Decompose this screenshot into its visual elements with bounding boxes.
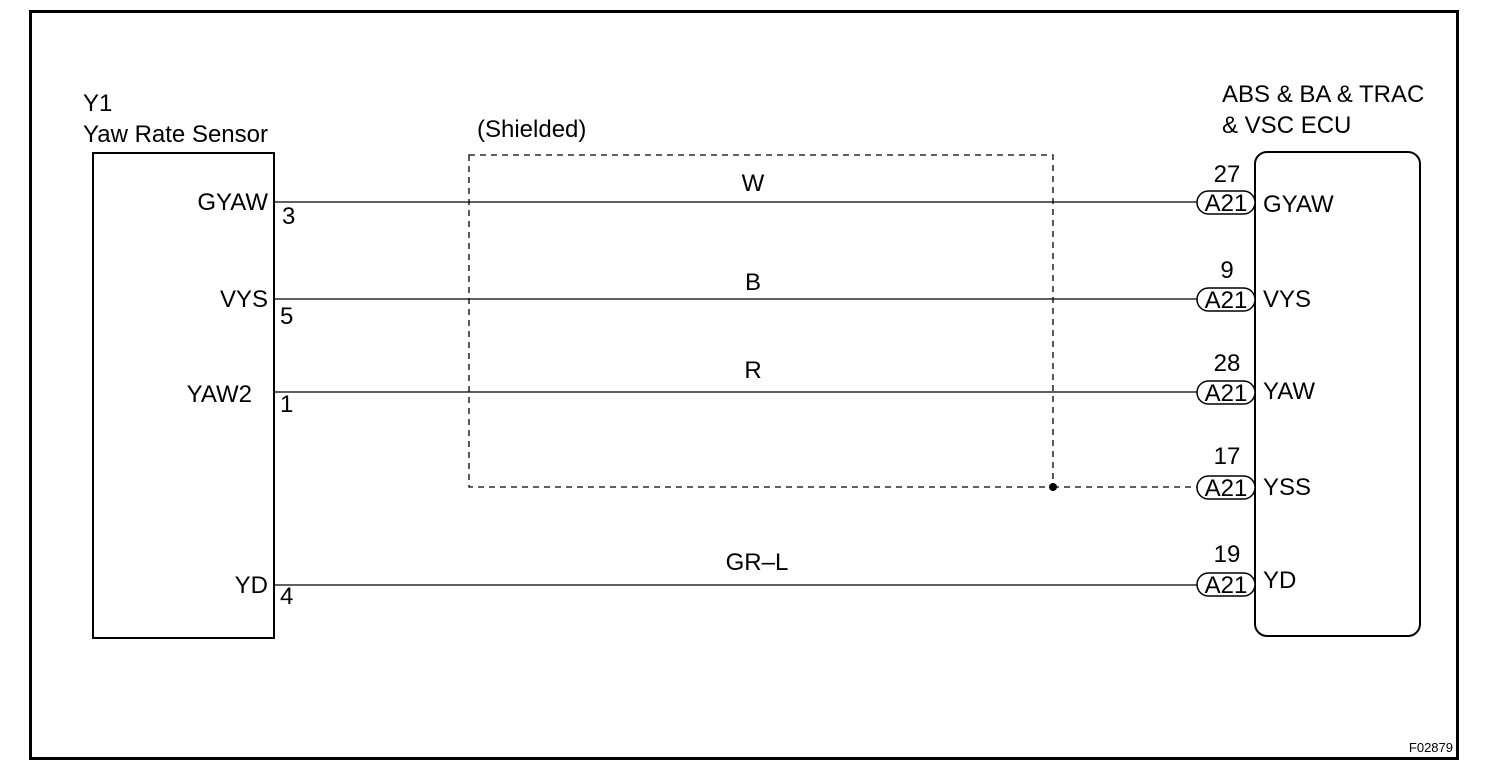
shield-label: (Shielded) xyxy=(477,116,586,143)
connector-oval xyxy=(1196,475,1256,500)
sensor-id: Y1 xyxy=(83,90,112,117)
sensor-pin-vys: VYS xyxy=(220,286,268,313)
connector-code: A21 xyxy=(1205,475,1248,502)
connector-oval xyxy=(1196,190,1256,215)
shield-boundary xyxy=(468,154,1054,488)
wire-color-gr-l: GR–L xyxy=(726,549,789,576)
wire-color-w: W xyxy=(742,170,765,197)
ecu-pin-yaw: YAW xyxy=(1263,378,1315,405)
ecu-pin-number-9: 9 xyxy=(1220,257,1233,284)
ecu-pin-gyaw: GYAW xyxy=(1263,191,1334,218)
connector-code: A21 xyxy=(1205,287,1248,314)
connector-oval xyxy=(1196,572,1256,597)
shield-junction-dot xyxy=(1049,483,1057,491)
ecu-pin-number-28: 28 xyxy=(1214,350,1241,377)
sensor-pin-number-1: 1 xyxy=(280,391,293,418)
wire-color-r: R xyxy=(744,357,761,384)
ecu-pin-yd: YD xyxy=(1263,567,1296,594)
connector-code: A21 xyxy=(1205,572,1248,599)
connector-oval xyxy=(1196,287,1256,312)
ecu-pin-yss: YSS xyxy=(1263,474,1311,501)
ecu-name-line1: ABS & BA & TRAC xyxy=(1222,81,1424,108)
sensor-name: Yaw Rate Sensor xyxy=(83,121,268,148)
ecu-pin-number-27: 27 xyxy=(1214,161,1241,188)
connector-code: A21 xyxy=(1205,380,1248,407)
ecu-name-line2: & VSC ECU xyxy=(1222,112,1351,139)
ecu-pin-number-17: 17 xyxy=(1214,443,1241,470)
sensor-pin-number-4: 4 xyxy=(280,583,293,610)
ecu-pin-vys: VYS xyxy=(1263,286,1311,313)
sensor-pin-number-5: 5 xyxy=(280,303,293,330)
sensor-pin-gyaw: GYAW xyxy=(197,189,268,216)
connector-oval xyxy=(1196,380,1256,405)
sensor-box xyxy=(92,152,275,639)
wire-color-b: B xyxy=(745,269,761,296)
ecu-pin-number-19: 19 xyxy=(1214,541,1241,568)
sensor-pin-yd: YD xyxy=(235,572,268,599)
figure-code: F02879 xyxy=(1409,740,1453,755)
sensor-pin-yaw2: YAW2 xyxy=(187,381,252,408)
sensor-pin-number-3: 3 xyxy=(282,203,295,230)
connector-code: A21 xyxy=(1205,190,1248,217)
